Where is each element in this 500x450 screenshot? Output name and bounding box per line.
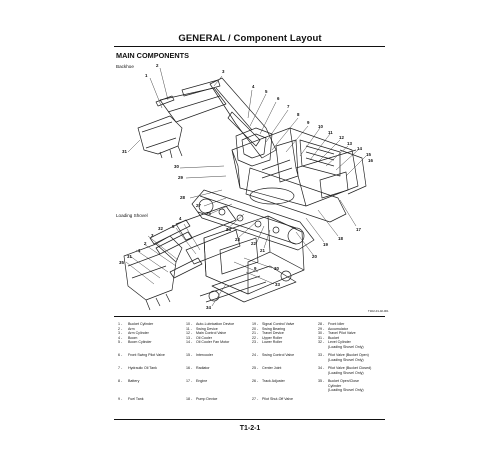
callout-24: 24 [226,227,231,232]
callout-12: 12 [339,135,344,140]
callout-26: 26 [206,211,211,216]
legend-item-11: 11 -Swing Device [186,326,218,331]
legend-item-33: 33 -Pilot Valve (Bucket Open) [318,353,369,357]
legend-item-1: 1 -Bucket Cylinder [118,322,154,326]
callout-30: 30 [174,164,179,169]
legend-item-34: 34 -Pilot Valve (Bucket Closed) [318,366,372,370]
legend-item-15: 15 -Intercooler [186,353,213,357]
legend-item-24: 24 -Swing Control Valve [252,353,295,357]
callout-17: 17 [356,227,361,232]
callout-34: 34 [206,305,211,310]
section-title: MAIN COMPONENTS [116,51,189,60]
callout-22: 22 [251,241,256,246]
page-title: GENERAL / Component Layout [178,33,322,44]
legend-item-13: 13 -Oil Cooler [186,335,212,340]
callout-15: 15 [366,152,371,157]
backhoe-illustration [137,77,367,251]
callout-21: 21 [260,248,265,253]
callout-28: 28 [180,195,185,200]
footer-rule [114,419,385,420]
legend-item-35: 35 -Bucket Open/Close [318,379,359,383]
legend-item-7: 7 -Hydraulic Oil Tank [118,366,157,370]
header-rule [114,46,385,47]
callout-19: 19 [323,242,328,247]
legend-top-rule [114,316,385,317]
legend-item-30: 30 -Travel Pilot Valve [318,331,356,335]
legend-item-35-note-2: (Loading Shovel Only) [328,388,364,392]
legend-item-32-note: (Loading Shovel Only) [328,344,364,349]
legend-item-22: 22 -Upper Roller [252,335,283,340]
loading-shovel-label: Loading Shovel [116,213,148,218]
legend-item-28: 28 -Front Idler [318,322,345,326]
page-number: T1-2-1 [239,425,261,432]
legend-item-8: 8 -Battery [118,379,140,383]
callout-27: 27 [196,203,201,208]
legend-item-6: 6 -Front Swing Pilot Valve [118,353,165,357]
legend-item-35-note-1: Cylinder [328,383,342,388]
callout-32: 32 [158,226,163,231]
callout-2: 2 [156,63,159,68]
callout-3: 3 [222,69,225,74]
callout-18: 18 [338,236,343,241]
callout-20: 20 [312,254,317,259]
legend-item-3: 3 -Arm Cylinder [118,331,149,335]
callout-23: 23 [235,237,240,242]
callout-1: 1 [145,73,148,78]
legend-item-5: 5 -Boom Cylinder [118,340,152,344]
backhoe-label: Backhoe [116,64,134,69]
legend-item-29: 29 -Accumulator [318,326,348,331]
figure-code: T1D2-01-02-001 [368,309,389,313]
callout-16: 16 [368,158,373,163]
callout-30-shovel: 30 [274,266,279,271]
legend-item-20: 20 -Swing Bearing [252,326,286,331]
legend-item-9: 9 -Fuel Tank [118,397,144,401]
callout-8: 8 [297,112,300,117]
legend-item-18: 18 -Pump Device [186,397,218,401]
callout-1-shovel: 1 [138,248,141,253]
legend-item-26: 26 -Track Adjuster [252,379,285,383]
legend-item-12: 12 -Main Control Valve [186,331,227,335]
legend-item-4: 4 -Boom [118,335,138,340]
legend-item-16: 16 -Radiator [186,366,210,370]
legend-item-33-note: (Loading Shovel Only) [328,357,364,362]
legend-item-34-note: (Loading Shovel Only) [328,370,364,375]
legend-item-10: 10 -Auto-Lubrication Device [186,322,235,326]
legend-item-27: 27 -Pilot Shut-Off Valve [252,397,294,401]
callout-13: 13 [347,141,352,146]
legend-item-19: 19 -Signal Control Valve [252,322,295,326]
legend-item-32: 32 -Level Cylinder [318,340,351,344]
loading-shovel-illustration [123,205,305,311]
callout-14: 14 [357,146,362,151]
callout-35: 35 [119,260,124,265]
callout-29: 29 [178,175,183,180]
callout-2-shovel: 2 [144,241,147,246]
callout-5: 5 [265,89,268,94]
callout-31: 31 [122,149,127,154]
legend-item-31: 31 -Bucket [318,335,339,340]
legend-item-25: 25 -Center Joint [252,366,282,370]
callout-9-shovel: 9 [254,266,257,271]
legend-item-23: 23 -Lower Roller [252,340,283,344]
callout-3-shovel: 3 [151,233,154,238]
callout-33: 33 [275,282,280,287]
legend-item-2: 2 -Arm [118,326,135,331]
callout-7: 7 [287,104,290,109]
callout-4: 4 [252,84,255,89]
callout-31-shovel: 31 [127,254,132,259]
callout-5-shovel: 5 [172,224,175,229]
callout-11: 11 [328,130,333,135]
callout-9: 9 [307,120,310,125]
legend-item-14: 14 -Oil Cooler Fan Motor [186,340,230,344]
legend-item-17: 17 -Engine [186,379,208,383]
legend-item-21: 21 -Travel Device [252,331,284,335]
callout-4-shovel: 4 [179,216,182,221]
callout-10: 10 [318,124,323,129]
callout-6: 6 [277,96,280,101]
